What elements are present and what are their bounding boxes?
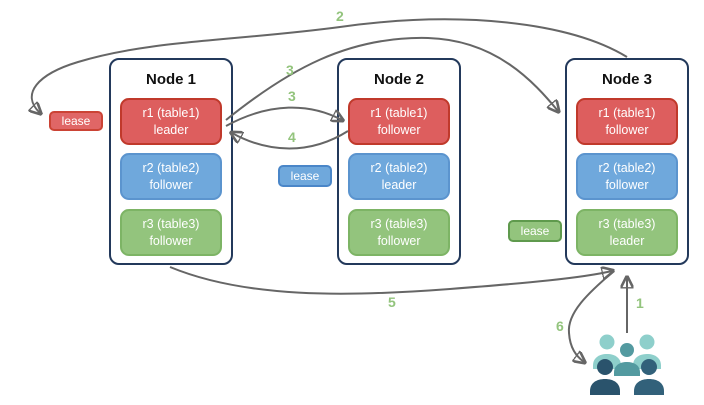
replica-label: r1 (table1) — [598, 106, 656, 121]
node-2-replica-r2: r2 (table2) leader — [348, 153, 450, 200]
replica-label: r3 (table3) — [370, 217, 428, 232]
step-label-3a: 3 — [286, 62, 294, 78]
lease-label: lease — [61, 114, 91, 128]
replica-role: follower — [149, 233, 193, 248]
step-label-2: 2 — [336, 8, 344, 24]
replica-role: follower — [605, 122, 649, 137]
replica-label: r1 (table1) — [142, 106, 200, 121]
node-3-replica-r3: r3 (table3) leader — [576, 209, 678, 256]
replica-role: leader — [381, 177, 417, 192]
replica-label: r3 (table3) — [598, 217, 656, 232]
replica-label: r1 (table1) — [370, 106, 428, 121]
node-3-replica-r2: r2 (table2) follower — [576, 153, 678, 200]
step-label-1: 1 — [636, 295, 644, 311]
replica-role: leader — [153, 122, 189, 137]
person-front-right — [634, 359, 664, 395]
node-3-title: Node 3 — [601, 71, 652, 88]
node-2-replica-r3: r3 (table3) follower — [348, 209, 450, 256]
node-1-replica-r1: r1 (table1) leader — [120, 98, 222, 145]
lease-badge-red: lease — [49, 111, 103, 131]
node-1: Node 1 r1 (table1) leader r2 (table2) fo… — [109, 58, 233, 265]
lease-label: lease — [290, 169, 320, 183]
node-2: Node 2 r1 (table1) follower r2 (table2) … — [337, 58, 461, 265]
replica-label: r2 (table2) — [370, 161, 428, 176]
arrow-step5-node1-to-node3 — [169, 267, 612, 295]
replica-role: leader — [609, 233, 645, 248]
node-1-replica-r3: r3 (table3) follower — [120, 209, 222, 256]
node-1-title: Node 1 — [145, 71, 196, 88]
lease-badge-green: lease — [508, 220, 562, 242]
node-2-title: Node 2 — [373, 71, 424, 88]
node-3-replica-r1: r1 (table1) follower — [576, 98, 678, 145]
step-label-6: 6 — [556, 318, 564, 334]
step-label-5: 5 — [388, 294, 396, 310]
node-1-replica-r2: r2 (table2) follower — [120, 153, 222, 200]
person-front-left — [590, 359, 620, 395]
node-3: Node 3 r1 (table1) follower r2 (table2) … — [565, 58, 689, 265]
replica-role: follower — [377, 233, 421, 248]
replica-label: r3 (table3) — [142, 217, 200, 232]
arrow-step3-leader-to-node2 — [225, 106, 342, 127]
replica-role: follower — [149, 177, 193, 192]
person-middle — [614, 343, 640, 376]
replica-role: follower — [605, 177, 649, 192]
users-group-icon — [590, 334, 664, 395]
replica-label: r2 (table2) — [598, 161, 656, 176]
lease-badge-blue: lease — [278, 165, 332, 187]
replica-role: follower — [377, 122, 421, 137]
node-2-replica-r1: r1 (table1) follower — [348, 98, 450, 145]
step-label-4: 4 — [288, 129, 296, 145]
step-label-3b: 3 — [288, 88, 296, 104]
lease-label: lease — [520, 224, 550, 238]
replica-label: r2 (table2) — [142, 161, 200, 176]
